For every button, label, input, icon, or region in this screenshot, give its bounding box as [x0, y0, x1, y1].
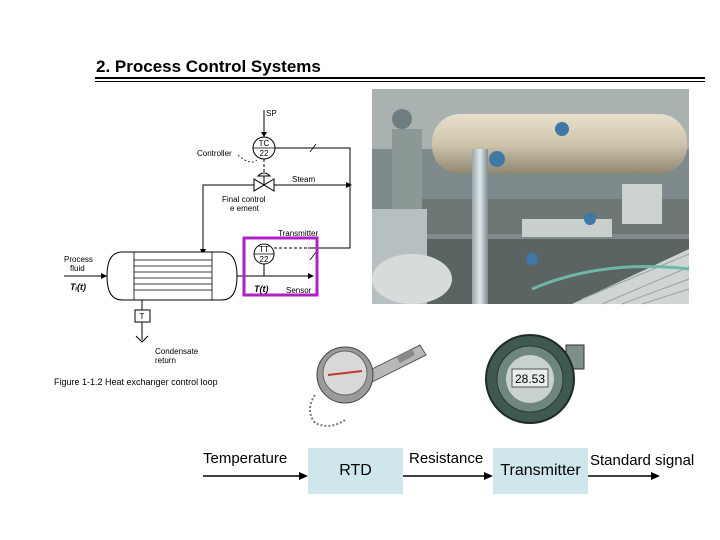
plant-photo [372, 89, 690, 305]
rtd-sensor-photo [300, 335, 430, 430]
exchanger-tubes [134, 259, 212, 291]
process-outlet-arrowhead [308, 273, 314, 279]
final-control-label-2: e ement [230, 204, 260, 213]
final-control-label-1: Final control [222, 195, 266, 204]
condensate-label-2: return [155, 356, 176, 365]
transmitter-block: Transmitter [493, 448, 588, 494]
output-label: Standard signal [590, 452, 695, 469]
slide-title: 2. Process Control Systems [96, 57, 321, 76]
transmitter-photo: 28.53 [478, 327, 588, 427]
trap-label: T [140, 312, 145, 321]
tc-number: 22 [260, 149, 269, 158]
sp-label: SP [266, 109, 277, 118]
inlet-temp-label: Tᵢ(t) [70, 282, 86, 292]
process-fluid-label-1: Process [64, 255, 93, 264]
transmitter-label: Transmitter [278, 229, 318, 238]
transmitter-readout: 28.53 [515, 372, 545, 386]
exchanger-shell [106, 251, 238, 301]
signal-hash-1 [309, 143, 317, 153]
condensate-arrowhead [135, 335, 149, 343]
tt-number: 22 [260, 255, 269, 264]
steam-to-exchanger [202, 184, 254, 253]
plant-photo-art [372, 89, 690, 305]
process-inlet-arrowhead [101, 273, 107, 279]
heat-exchanger-diagram: SP TC 22 Controller Steam Final control … [54, 109, 352, 387]
figure-caption: Figure 1-1.2 Heat exchanger control loop [54, 377, 218, 387]
transmitter-art: 28.53 [478, 327, 588, 427]
steam-arrowhead [346, 182, 352, 188]
valve-actuator [256, 172, 272, 177]
condensate-label-1: Condensate [155, 347, 199, 356]
signal-hash-2 [309, 251, 317, 261]
tc-tag: TC [259, 139, 270, 148]
steam-label: Steam [292, 175, 315, 184]
input-label: Temperature [203, 450, 288, 467]
valve-left [253, 178, 265, 192]
controller-label: Controller [197, 149, 232, 158]
sensor-label: Sensor [286, 286, 312, 295]
controller-leader [237, 154, 258, 163]
tt-tag: TT [259, 245, 269, 254]
valve-right [263, 178, 275, 192]
process-fluid-label-2: fluid [70, 264, 85, 273]
resistance-label: Resistance [409, 450, 484, 467]
outlet-temp-label: T(t) [254, 284, 269, 294]
resistance-arrow [403, 472, 493, 480]
sp-arrowhead [261, 132, 267, 137]
rtd-block: RTD [308, 448, 403, 494]
output-arrow [588, 472, 660, 480]
title-underline [95, 77, 705, 79]
title-underline-thin [95, 81, 705, 82]
input-arrow [203, 472, 308, 480]
rtd-sensor-art [300, 335, 430, 430]
transmitter-highlight [242, 236, 319, 297]
